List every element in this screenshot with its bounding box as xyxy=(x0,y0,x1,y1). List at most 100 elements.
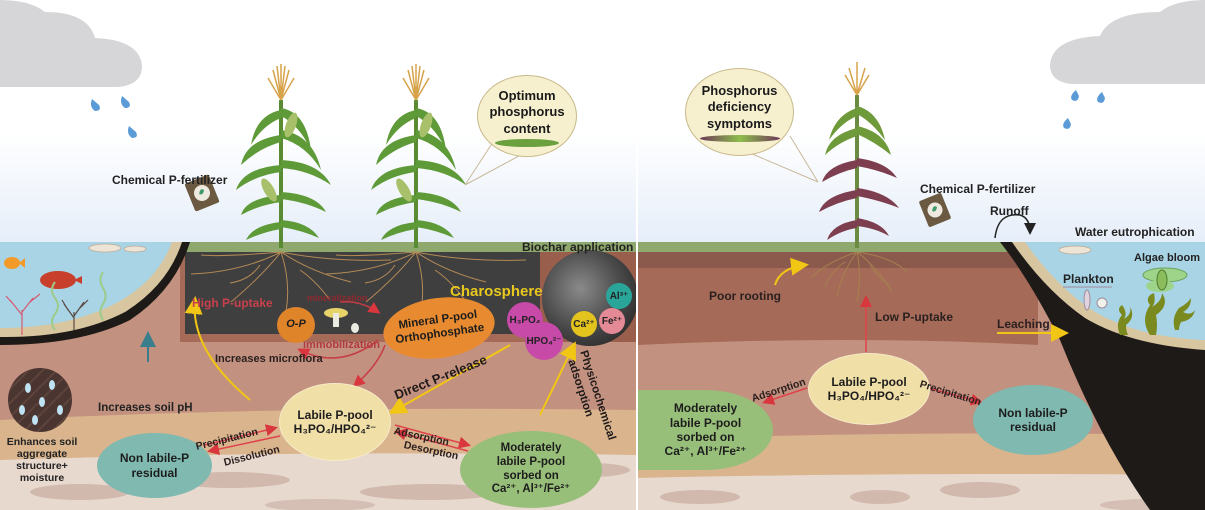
organic-p-label: O-P xyxy=(286,318,306,331)
mineralization-arrow xyxy=(339,300,381,314)
fertilizer-bag-icon xyxy=(184,174,220,212)
roots-icon xyxy=(190,251,527,313)
plankton-icon xyxy=(1063,286,1112,311)
precipitation-arrow xyxy=(924,386,983,406)
pool-line: Moderately xyxy=(500,441,562,454)
pool-line: sorbed on xyxy=(503,469,559,482)
label-line: structure+ xyxy=(16,460,68,473)
ion-label: Al³⁺ xyxy=(609,290,629,302)
increases-ph-label: Increases soil pH xyxy=(98,402,193,414)
biochar-label: Biochar application xyxy=(522,240,634,254)
pool-line: H₃PO₄/HPO₄²⁻ xyxy=(293,422,377,436)
bubble-line: deficiency xyxy=(707,99,772,115)
deficiency-symptoms-bubble: Phosphorus deficiency symptoms xyxy=(685,68,794,156)
coral-icon xyxy=(5,293,41,335)
minnow-fish-icon xyxy=(88,243,147,253)
ion-label: H₃PO₄ xyxy=(509,314,541,326)
enhances-soil-label: Enhances soil aggregate structure+ moist… xyxy=(6,436,78,484)
plankton-label: Plankton xyxy=(1063,272,1114,286)
bubble-line: Optimum xyxy=(498,88,556,103)
label-line: Enhances soil xyxy=(6,436,78,448)
direct-release-arrow xyxy=(388,344,511,414)
shrub-coral-icon xyxy=(61,299,89,330)
poor-rooting-label: Poor rooting xyxy=(709,289,781,303)
deficient-corn-plant-icon xyxy=(819,62,899,248)
rain-drops-right-icon xyxy=(1063,90,1105,129)
pool-line: labile P-pool xyxy=(496,455,566,468)
cloud-icon xyxy=(0,0,142,87)
pool-line: Ca²⁺, Al³⁺/Fe²⁺ xyxy=(664,444,747,459)
poor-rooting-arrow xyxy=(774,257,809,286)
bubble-line: Phosphorus xyxy=(701,83,778,98)
bubble-line: content xyxy=(503,120,551,136)
pool-line: residual xyxy=(131,465,178,480)
label-line: moisture xyxy=(19,472,65,485)
pool-line: residual xyxy=(1009,420,1057,434)
poor-roots-icon xyxy=(811,251,908,303)
healthy-corn-plant-icon xyxy=(236,64,331,248)
mineralization-label: mineralization xyxy=(307,293,368,303)
fertilizer-label: Chemical P-fertilizer xyxy=(920,182,1036,196)
seaweed-icon xyxy=(51,271,107,331)
left-pond xyxy=(0,242,190,345)
algae-icon xyxy=(1142,267,1188,292)
mushroom-icon xyxy=(324,308,359,333)
algae-bloom-label: Algae bloom xyxy=(1134,252,1201,264)
organic-p-pool: O-P xyxy=(277,307,315,343)
adsorption-desorption-arrows xyxy=(394,424,471,452)
fertilizer-bag-icon xyxy=(919,193,951,227)
ion-label: Ca²⁺ xyxy=(573,318,595,330)
bubble-line: symptoms xyxy=(706,115,773,131)
increases-microflora-label: Increases microflora xyxy=(215,353,323,365)
pool-line: Labile P-pool xyxy=(831,374,907,389)
adsorption-arrow xyxy=(762,387,808,405)
pool-line: Moderately xyxy=(673,401,738,416)
pool-line: labile P-pool xyxy=(669,415,742,430)
eutrophication-label: Water eutrophication xyxy=(1075,225,1195,239)
aluminium-ion: Al³⁺ xyxy=(606,283,632,309)
immobilization-label: immobilization xyxy=(303,339,380,351)
runoff-arrow xyxy=(994,213,1036,239)
pool-line: sorbed on xyxy=(676,430,735,444)
pool-line: Labile P-pool xyxy=(297,407,373,422)
rain-drops-left-icon xyxy=(91,96,137,138)
pool-line: H₃PO₄/HPO₄²⁻ xyxy=(827,389,911,403)
iron-ion: Fe²⁺ xyxy=(599,308,625,334)
fertilizer-label: Chemical P-fertilizer xyxy=(112,173,228,187)
betta-fish-icon xyxy=(40,271,82,289)
high-uptake-label: High P-uptake xyxy=(192,296,273,310)
leaching-label: Leaching xyxy=(997,317,1050,331)
hpo4-ion: HPO₄²⁻ xyxy=(525,322,563,360)
calcium-ion: Ca²⁺ xyxy=(571,311,597,337)
immobilization-arrow xyxy=(297,339,379,360)
bubble-line: phosphorus xyxy=(489,104,565,120)
optimum-phosphorus-bubble: Optimum phosphorus content xyxy=(477,75,577,157)
moisture-drops-icon xyxy=(19,380,63,425)
low-uptake-label: Low P-uptake xyxy=(875,310,954,324)
seaweed-icon xyxy=(1117,293,1195,335)
charosphere-label: Charosphere xyxy=(450,283,543,300)
cloud-icon xyxy=(1050,0,1205,84)
pool-line: Non labile-P xyxy=(998,405,1068,420)
label-line: aggregate xyxy=(16,448,68,461)
mineral-to-labile-arrow xyxy=(352,344,386,387)
minnow-fish-icon xyxy=(1058,245,1092,255)
purple-leaf-icon xyxy=(699,134,780,142)
ion-label: HPO₄²⁻ xyxy=(526,335,562,347)
panel-divider xyxy=(636,0,638,510)
precipitation-dissolution-arrows xyxy=(204,424,281,455)
high-uptake-arrow xyxy=(184,296,251,401)
healthy-leaf-icon xyxy=(495,138,559,147)
pool-line: Ca²⁺, Al³⁺/Fe²⁺ xyxy=(491,483,571,496)
runoff-label: Runoff xyxy=(990,204,1029,218)
goldfish-icon xyxy=(4,257,25,269)
pool-line: Non labile-P xyxy=(119,451,190,466)
physicochemical-arrow xyxy=(539,341,576,416)
